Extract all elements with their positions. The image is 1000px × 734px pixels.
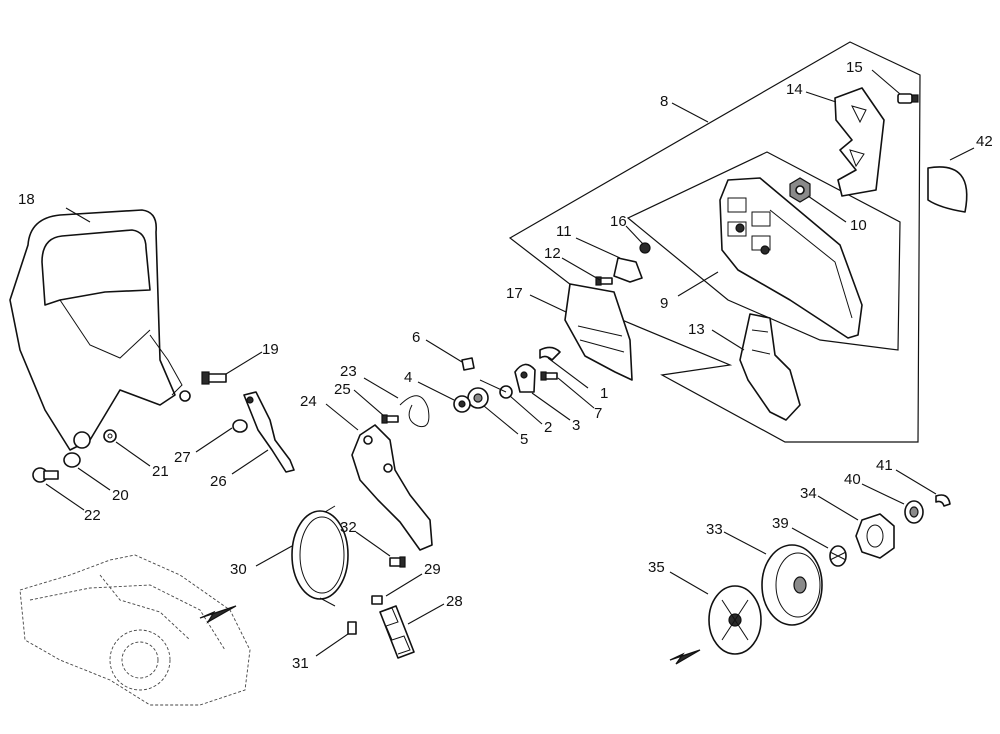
part-22-bolt — [32, 467, 59, 483]
part-19-bolt — [201, 371, 227, 385]
callout-27: 27 — [174, 449, 191, 466]
callout-35: 35 — [648, 559, 665, 576]
part-32-screw — [389, 556, 406, 568]
callout-15: 15 — [846, 59, 863, 76]
callout-24: 24 — [300, 393, 317, 410]
arrow-clutch-icon — [669, 649, 701, 665]
part-33-clutch-drum — [761, 544, 823, 626]
part-42-label — [927, 166, 968, 213]
callout-6: 6 — [412, 329, 420, 346]
callout-41: 41 — [876, 457, 893, 474]
callout-42: 42 — [976, 133, 993, 150]
callout-40: 40 — [844, 471, 861, 488]
part-24-bracket — [351, 424, 433, 551]
callout-3: 3 — [572, 417, 580, 434]
part-35-clutch — [708, 585, 762, 655]
callout-22: 22 — [84, 507, 101, 524]
part-26-lever — [243, 391, 295, 473]
callout-9: 9 — [660, 295, 668, 312]
callout-12: 12 — [544, 245, 561, 262]
part-5-washer — [467, 387, 489, 409]
part-10-nut — [789, 177, 811, 203]
part-11-block — [613, 257, 643, 283]
callout-18: 18 — [18, 191, 35, 208]
callout-2: 2 — [544, 419, 552, 436]
callout-25: 25 — [334, 381, 351, 398]
callout-labels: 1 2 3 4 5 6 7 8 9 10 11 12 13 14 15 16 1… — [18, 59, 993, 672]
part-7-screw — [540, 371, 558, 381]
group-frame-9 — [626, 151, 901, 351]
reference-saw-outline — [19, 554, 251, 706]
group-frame-8 — [508, 41, 921, 443]
callout-17: 17 — [506, 285, 523, 302]
callout-10: 10 — [850, 217, 867, 234]
cover-ribs — [727, 197, 853, 319]
part-30-brake-band — [291, 505, 349, 607]
callout-29: 29 — [424, 561, 441, 578]
part-15-screw — [897, 93, 919, 104]
part-6-clip — [461, 357, 475, 371]
part-1-hook — [539, 346, 561, 361]
part-39-bearing — [829, 545, 847, 567]
callout-14: 14 — [786, 81, 803, 98]
part-12-screw — [595, 276, 613, 286]
part-13-lever — [739, 313, 801, 421]
callout-30: 30 — [230, 561, 247, 578]
callout-16: 16 — [610, 213, 627, 230]
callout-13: 13 — [688, 321, 705, 338]
part-4-washer — [453, 395, 471, 413]
part-9-cover — [719, 177, 863, 339]
callout-11: 11 — [556, 223, 572, 240]
callout-26: 26 — [210, 473, 227, 490]
callout-32: 32 — [340, 519, 357, 536]
part-34-sprocket — [855, 513, 895, 559]
part-25-screw — [381, 414, 399, 424]
callout-19: 19 — [262, 341, 279, 358]
callout-28: 28 — [446, 593, 463, 610]
part-28-spring — [379, 605, 415, 659]
callout-23: 23 — [340, 363, 357, 380]
callout-31: 31 — [292, 655, 309, 672]
arrow-reference-icon — [199, 605, 237, 624]
part-17-plate — [564, 283, 633, 381]
part-20-bushing — [63, 452, 81, 468]
callout-4: 4 — [404, 369, 412, 386]
callout-7: 7 — [594, 405, 602, 422]
callout-34: 34 — [800, 485, 817, 502]
part-16-nut — [639, 242, 651, 254]
leader-lines — [45, 69, 975, 657]
part-27-sleeve — [232, 419, 248, 433]
callout-1: 1 — [600, 385, 608, 402]
part-40-washer — [904, 500, 924, 524]
callout-33: 33 — [706, 521, 723, 538]
callout-20: 20 — [112, 487, 129, 504]
part-14-plate — [834, 87, 885, 197]
callout-21: 21 — [152, 463, 169, 480]
callout-8: 8 — [660, 93, 668, 110]
part-23-spring — [399, 395, 430, 428]
part-31-pin — [347, 621, 357, 635]
part-21-washer — [103, 429, 117, 443]
part-41-clip — [935, 494, 951, 507]
part-18-handle — [9, 209, 191, 451]
callout-39: 39 — [772, 515, 789, 532]
part-29-pin — [371, 595, 383, 605]
callout-5: 5 — [520, 431, 528, 448]
part-2-shaft — [479, 379, 507, 393]
